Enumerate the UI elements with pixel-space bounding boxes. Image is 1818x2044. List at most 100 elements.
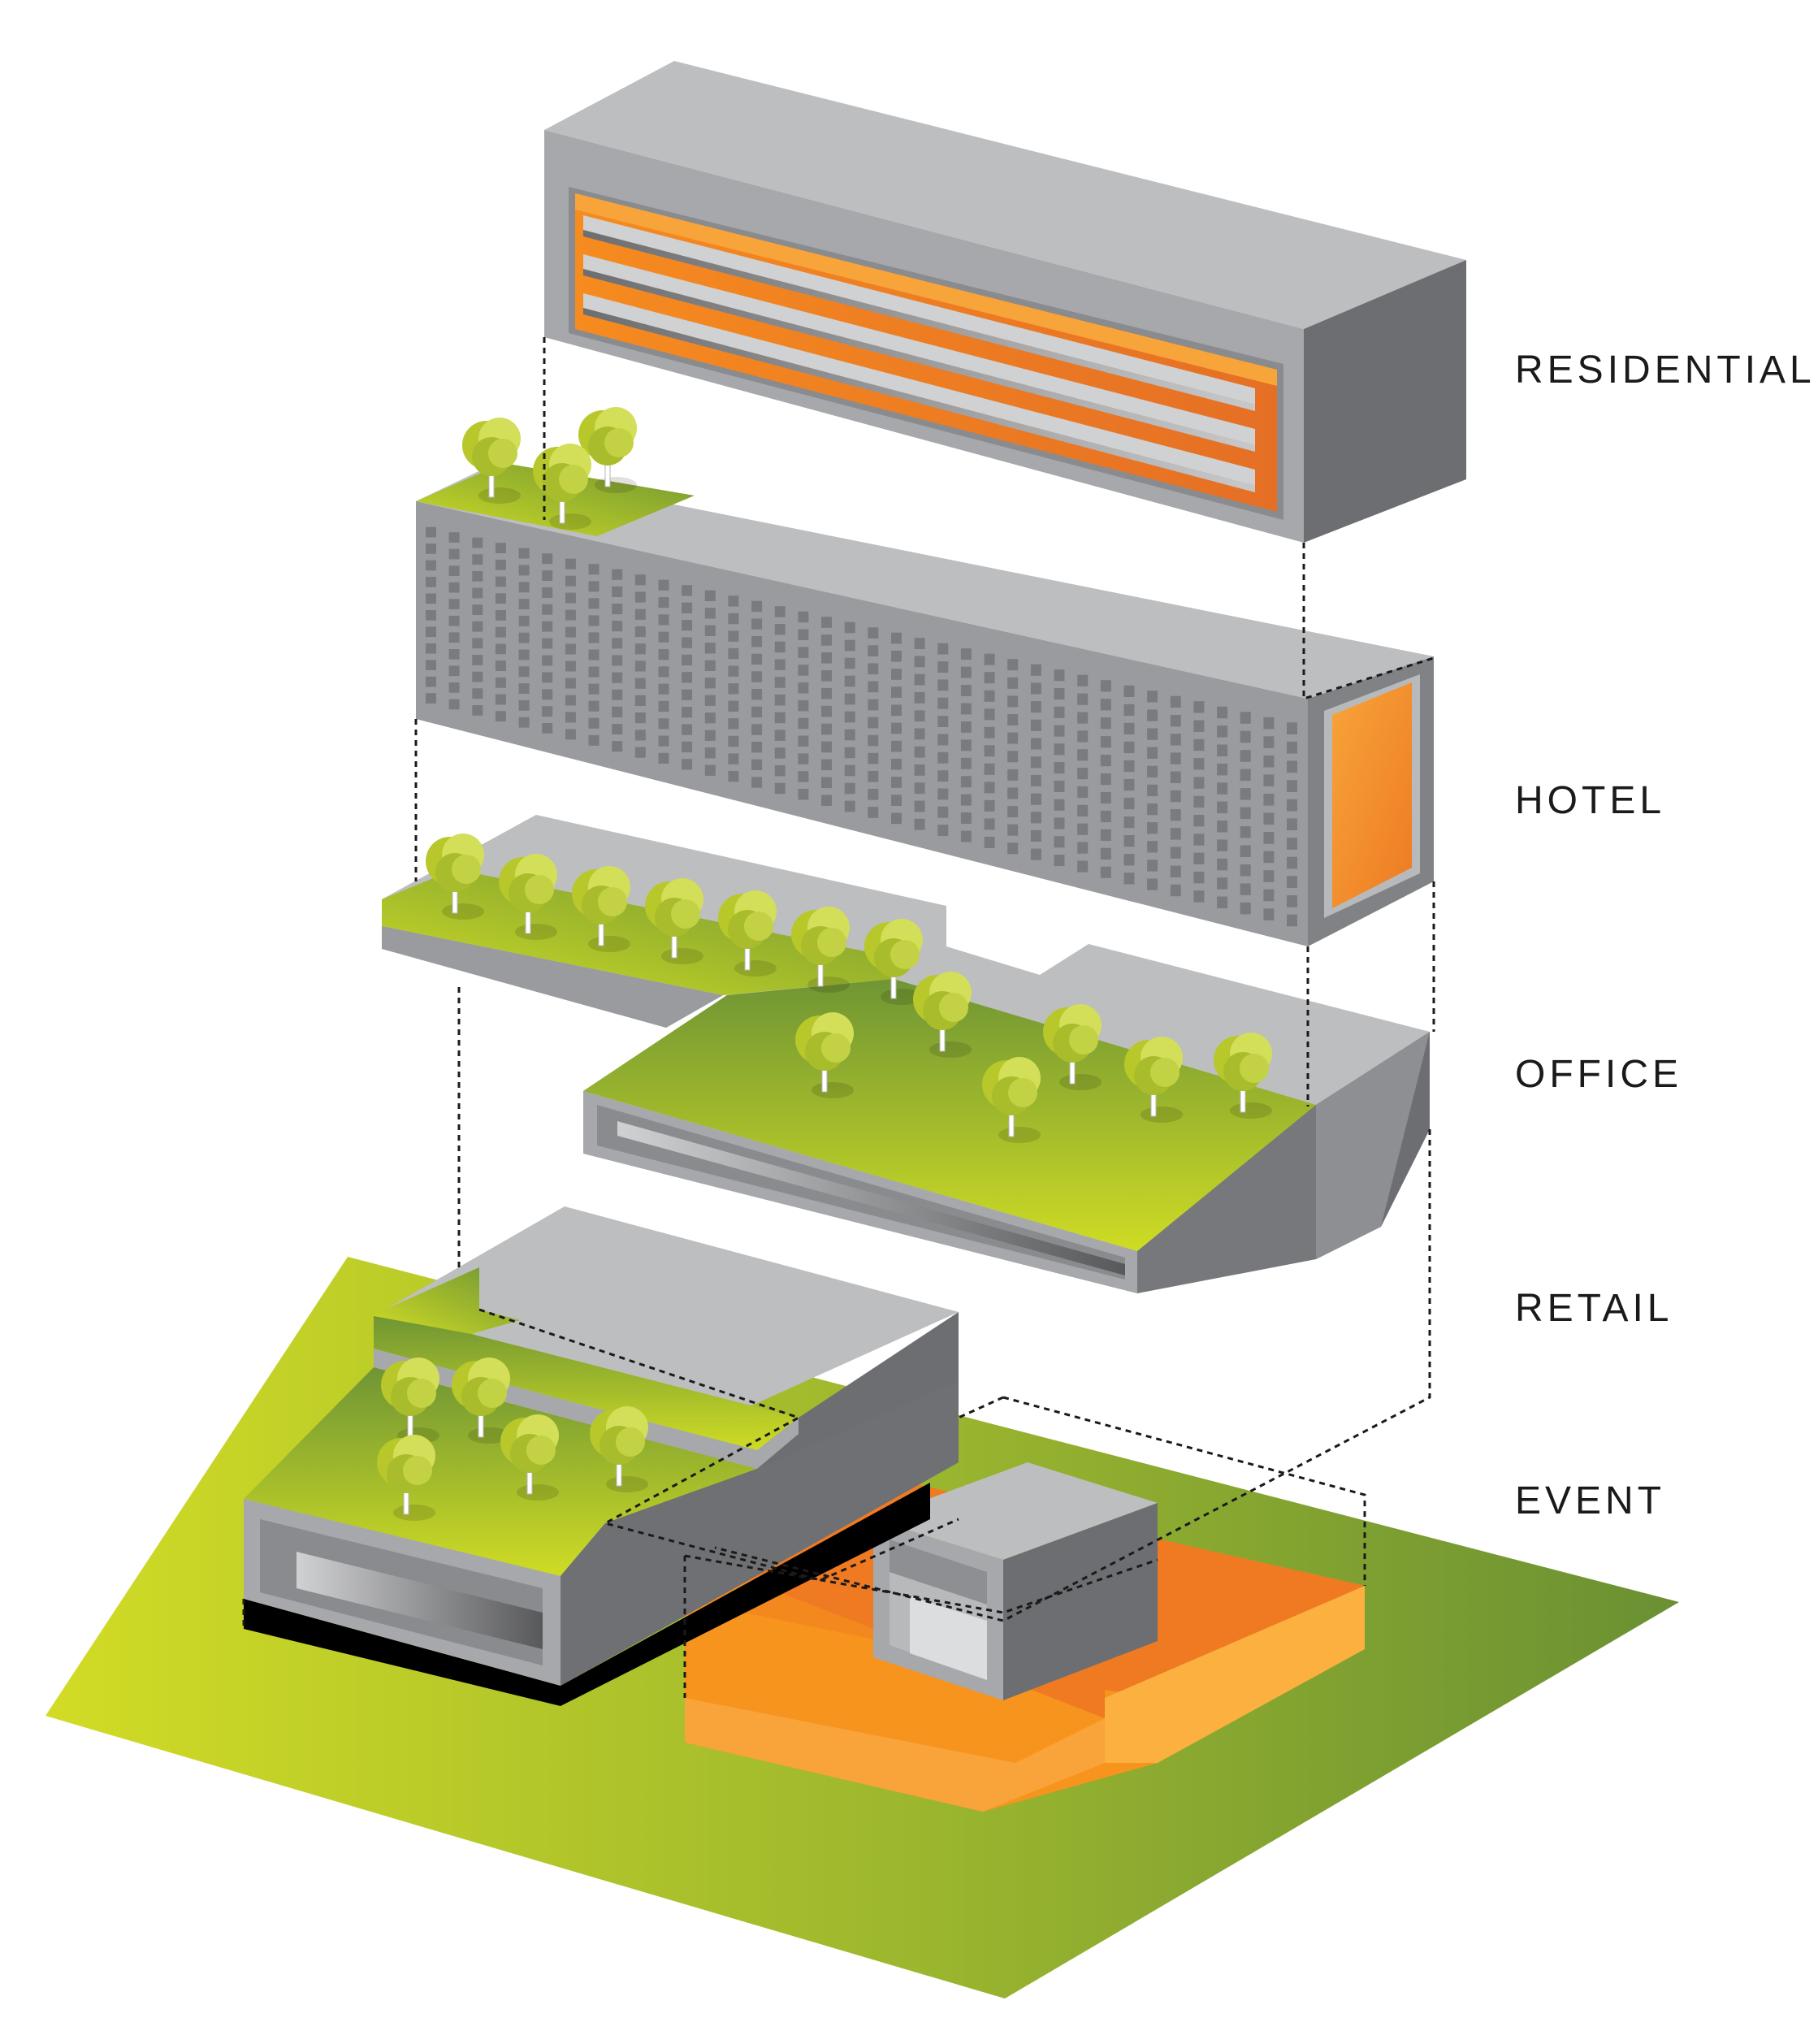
hotel-window — [891, 777, 902, 788]
hotel-window — [704, 625, 716, 636]
hotel-window — [891, 722, 902, 734]
hotel-window — [728, 770, 739, 782]
hotel-window — [821, 795, 832, 806]
hotel-window — [1217, 801, 1228, 814]
hotel-window — [1217, 858, 1228, 871]
hotel-window — [1030, 664, 1041, 676]
hotel-window — [1240, 883, 1251, 895]
hotel-window — [728, 630, 739, 642]
hotel-window — [658, 579, 669, 591]
hotel-window — [960, 757, 972, 769]
hotel-window — [542, 638, 553, 649]
hotel-window — [751, 706, 763, 718]
hotel-window — [1007, 732, 1019, 744]
hotel-window — [565, 609, 576, 621]
hotel-window — [1240, 826, 1251, 838]
hotel-window — [1054, 743, 1065, 756]
hotel-window — [728, 613, 739, 625]
hotel-window — [751, 600, 763, 613]
hotel-window — [937, 734, 949, 746]
hotel-window — [682, 585, 693, 596]
hotel-window — [821, 687, 832, 699]
hotel-window — [448, 565, 460, 576]
hotel-window — [821, 652, 832, 664]
hotel-window — [658, 597, 669, 608]
hotel-window — [1147, 747, 1158, 759]
hotel-window — [1007, 751, 1019, 763]
hotel-window — [751, 777, 763, 788]
hotel-window — [798, 771, 809, 782]
hotel-window — [914, 800, 925, 812]
hotel-window — [634, 574, 646, 586]
hotel-window — [588, 649, 600, 660]
hotel-window — [1030, 848, 1041, 860]
hotel-window — [448, 582, 460, 593]
hotel-window — [1054, 855, 1065, 867]
hotel-window — [588, 564, 600, 575]
hotel-window — [565, 592, 576, 604]
hotel-window — [960, 812, 972, 824]
hotel-window — [1123, 835, 1135, 847]
hotel-window — [1007, 677, 1019, 689]
hotel-window — [634, 608, 646, 620]
hotel-window — [1147, 860, 1158, 872]
hotel-window — [1123, 685, 1135, 697]
hotel-window — [798, 629, 809, 640]
hotel-window — [937, 770, 949, 782]
hotel-window — [751, 671, 763, 682]
hotel-window — [960, 721, 972, 733]
hotel-window — [798, 699, 809, 712]
hotel-window — [634, 643, 646, 655]
hotel-window — [518, 632, 530, 643]
hotel-window — [682, 759, 693, 770]
hotel-window — [984, 708, 995, 721]
hotel-window — [704, 730, 716, 741]
hotel-window — [658, 683, 669, 695]
hotel-window — [472, 587, 483, 599]
hotel-window — [868, 717, 879, 729]
hotel-window — [1100, 736, 1111, 748]
hotel-window — [1193, 834, 1205, 846]
hotel-window — [542, 655, 553, 666]
hotel-window — [1217, 821, 1228, 833]
hotel-window — [542, 621, 553, 632]
hotel-window — [1147, 822, 1158, 834]
residential-block — [544, 61, 1466, 543]
hotel-window — [1054, 817, 1065, 829]
hotel-window — [1077, 842, 1089, 854]
hotel-window — [472, 688, 483, 699]
hotel-window — [704, 608, 716, 619]
label-retail: RETAIL — [1515, 1287, 1673, 1330]
hotel-window — [984, 745, 995, 757]
hotel-window — [891, 632, 902, 644]
hotel-window — [1007, 806, 1019, 818]
hotel-window — [1287, 818, 1297, 831]
hotel-window — [634, 591, 646, 603]
hotel-window — [728, 735, 739, 747]
hotel-window — [844, 782, 855, 795]
hotel-window — [1100, 680, 1111, 692]
hotel-window — [1217, 763, 1228, 776]
hotel-window — [1287, 895, 1297, 907]
hotel-window — [937, 697, 949, 709]
hotel-window — [658, 735, 669, 747]
hotel-window — [914, 746, 925, 758]
hotel-window — [1240, 788, 1251, 800]
hotel-window — [1147, 784, 1158, 797]
hotel-window — [844, 639, 855, 652]
hotel-window — [1170, 847, 1181, 859]
hotel-window — [937, 825, 949, 837]
hotel-window — [1147, 765, 1158, 777]
hotel-window — [960, 703, 972, 715]
hotel-window — [448, 615, 460, 626]
hotel-window — [634, 695, 646, 706]
hotel-window — [774, 747, 786, 759]
hotel-window — [426, 676, 436, 687]
hotel-window — [1100, 847, 1111, 860]
hotel-window — [914, 710, 925, 722]
hotel-window — [728, 595, 739, 607]
hotel-window — [1193, 720, 1205, 732]
hotel-window — [1287, 914, 1297, 927]
hotel-window — [518, 649, 530, 660]
hotel-window — [728, 647, 739, 660]
